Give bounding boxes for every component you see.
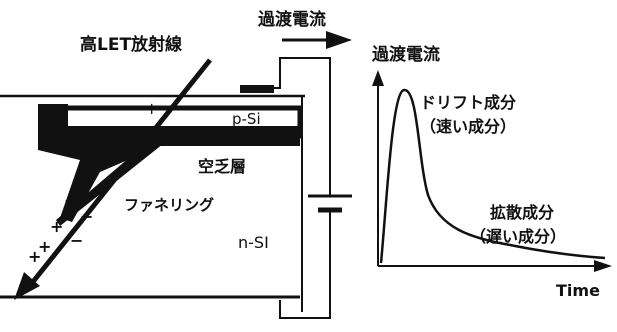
time-axis-label: Time bbox=[556, 281, 600, 300]
radiation-label: 高LET放射線 bbox=[80, 34, 182, 55]
charge-minus-psi: − bbox=[170, 99, 183, 118]
charge-plus-2: + bbox=[50, 217, 63, 236]
p-si-label: p-Si bbox=[232, 110, 261, 128]
depletion-layer-label: 空乏層 bbox=[198, 157, 246, 176]
radiation-track-arrowhead bbox=[14, 272, 40, 300]
drift-component-sublabel: （速い成分） bbox=[420, 117, 516, 136]
charge-plus-1: + bbox=[64, 191, 77, 210]
circuit-wire bbox=[272, 57, 331, 196]
diffusion-component-label: 拡散成分 bbox=[490, 203, 554, 222]
charge-plus-3: + bbox=[38, 237, 51, 256]
transient-current-top-label: 過渡電流 bbox=[258, 9, 326, 30]
charge-minus-2: − bbox=[70, 231, 83, 250]
diffusion-component-sublabel: （遅い成分） bbox=[470, 227, 566, 246]
top-contact bbox=[240, 85, 274, 93]
charge-minus-1: − bbox=[80, 207, 93, 226]
depletion-layer-band bbox=[38, 104, 300, 222]
transient-current-axis-label: 過渡電流 bbox=[372, 44, 440, 65]
drift-component-label: ドリフト成分 bbox=[420, 93, 516, 112]
graph-y-axis-arrowhead bbox=[372, 70, 384, 86]
graph-x-axis-arrowhead bbox=[594, 260, 612, 272]
charge-plus-4: + bbox=[28, 247, 41, 266]
n-si-label: n-SI bbox=[238, 233, 269, 252]
radiation-track bbox=[26, 58, 212, 290]
charge-plus-psi: + bbox=[145, 99, 158, 118]
funneling-label: ファネリング bbox=[124, 196, 214, 214]
transient-current-curve bbox=[379, 88, 606, 264]
current-arrow-head bbox=[326, 31, 352, 49]
circuit-wire-bottom bbox=[279, 212, 331, 319]
